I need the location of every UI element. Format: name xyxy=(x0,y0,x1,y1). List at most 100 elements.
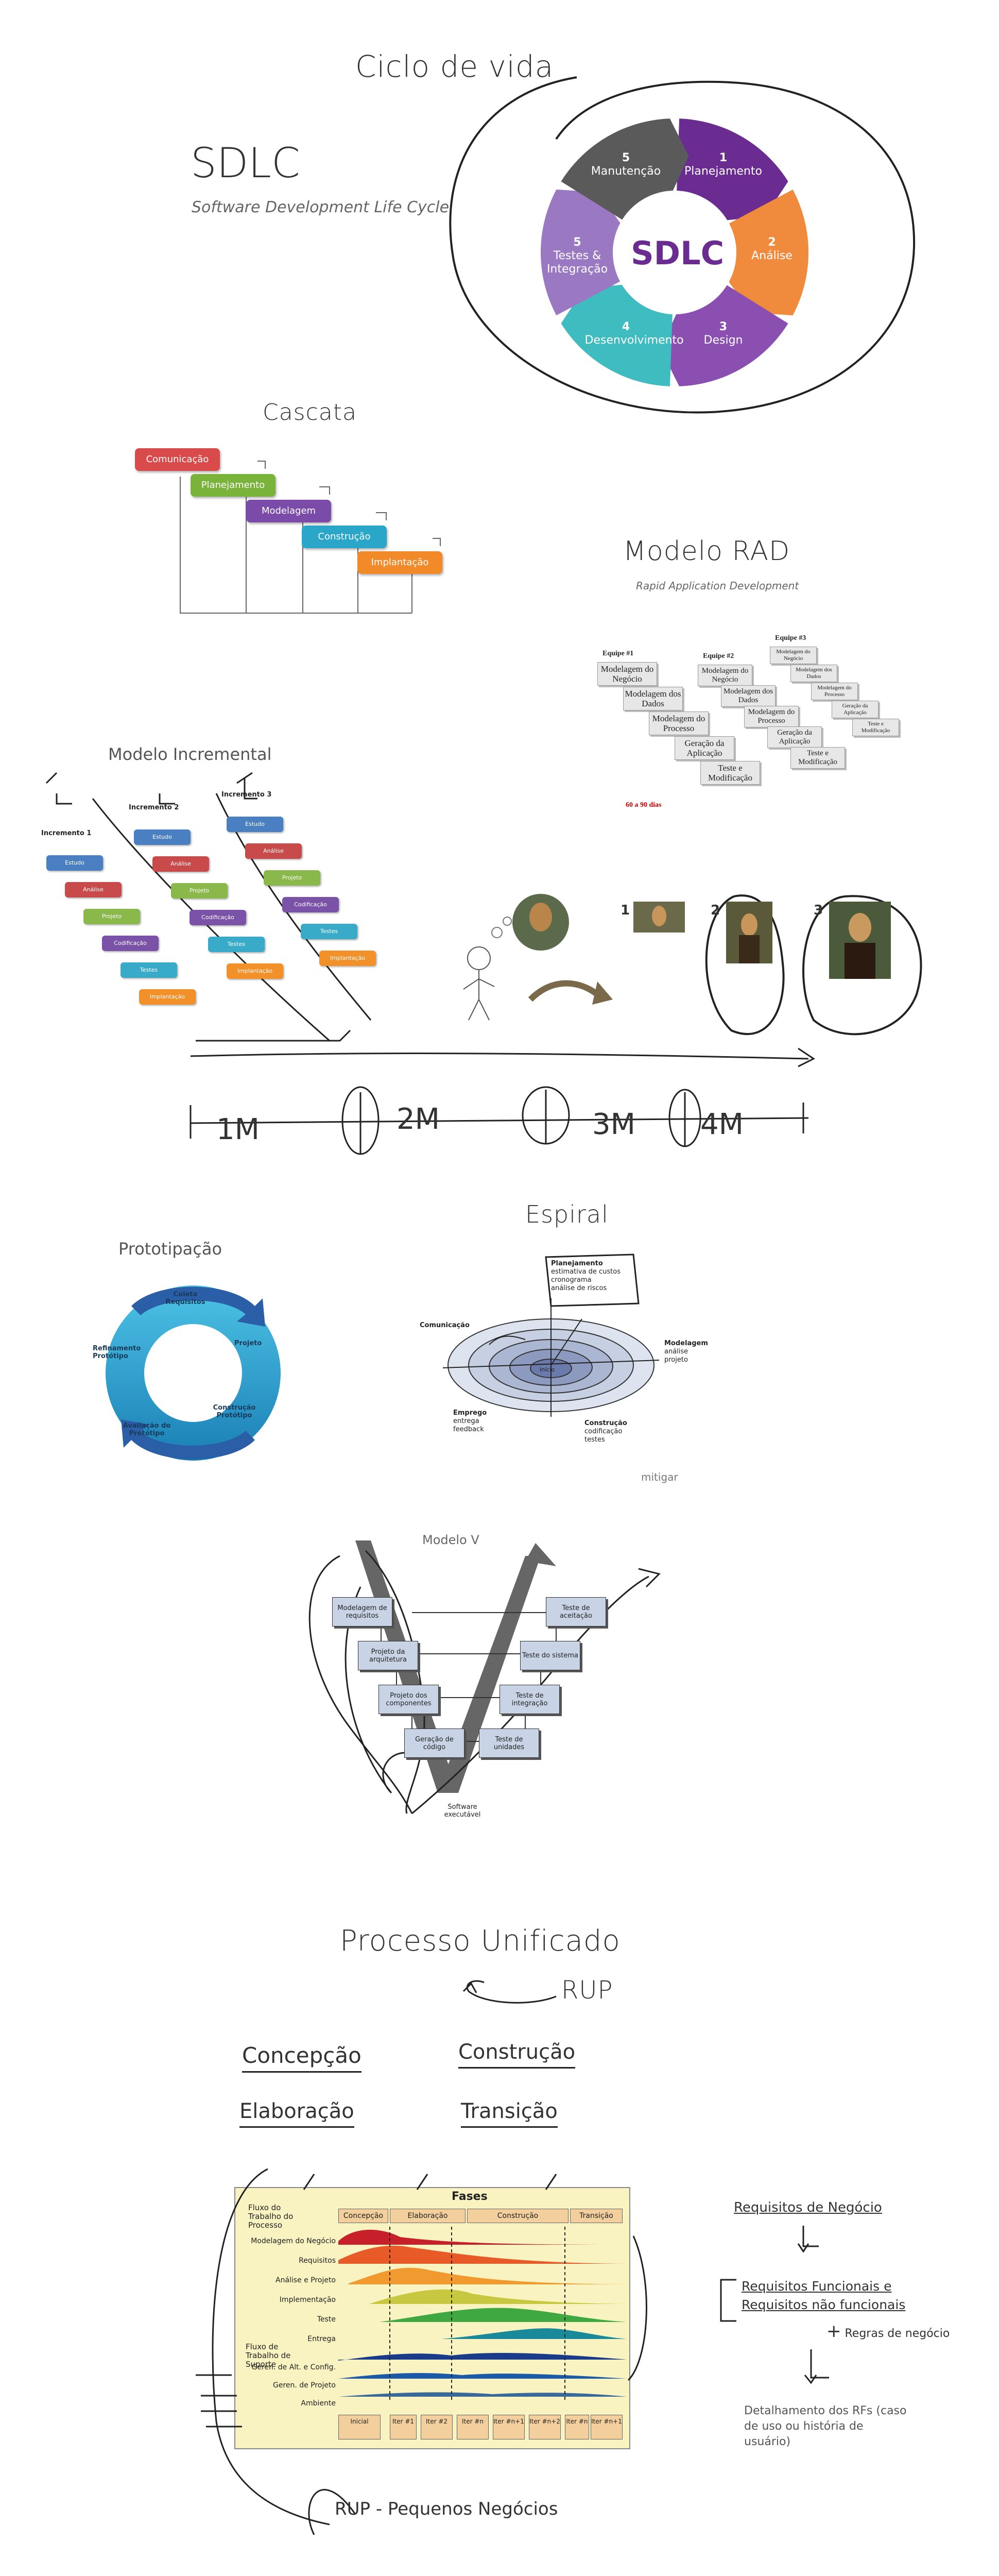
plus-icon: + xyxy=(826,2321,841,2342)
increment-step: Implantação xyxy=(227,963,283,979)
sdlc-segment xyxy=(541,189,621,316)
rad-step-box: Modelagem do Negócio xyxy=(597,662,657,686)
rup-phase-header: Elaboração xyxy=(390,2209,466,2223)
rad-step-box: Modelagem dos Dados xyxy=(721,685,776,707)
rup-iteration: Iter #n+1 xyxy=(493,2415,525,2439)
v-left-box: Geração de código xyxy=(404,1728,464,1758)
regras-label: Regras de negócio xyxy=(845,2327,950,2340)
rad-team-header: Equipe #3 xyxy=(775,634,806,642)
sdlc-segment-num: 5 xyxy=(573,236,581,249)
cascata-step: Planejamento xyxy=(191,474,275,497)
cascata-step: Modelagem xyxy=(246,500,331,522)
increment-step: Estudo xyxy=(134,829,191,845)
rad-step-box: Modelagem do Processo xyxy=(811,683,858,700)
phase-hand-elaboracao: Elaboração xyxy=(239,2099,354,2128)
detalhamento: Detalhamento dos RFs (caso de uso ou his… xyxy=(744,2404,907,2448)
phase-hand-concepcao: Concepção xyxy=(242,2043,361,2073)
sdlc-segment xyxy=(728,189,808,316)
planejamento-title: Planejamento xyxy=(551,1260,603,1267)
rup-support-row: Geren. de Projeto xyxy=(272,2381,336,2389)
rup-iteration: Inicial xyxy=(338,2415,381,2439)
v-right-box: Teste de aceitação xyxy=(546,1597,606,1626)
rup-process-row: Análise e Projeto xyxy=(275,2276,336,2284)
rup-humps xyxy=(338,2227,627,2402)
phase-hand-construcao: Construção xyxy=(458,2040,576,2069)
rup-iteration: Iter #n xyxy=(457,2415,489,2439)
espiral-modelagem: Modelagem análise projeto xyxy=(664,1340,708,1364)
increment-step: Projeto xyxy=(83,909,140,924)
rup-iteration: Iter #n+1 xyxy=(591,2415,623,2439)
emprego-line: feedback xyxy=(453,1426,484,1433)
rad-step-box: Teste e Modificação xyxy=(852,719,899,736)
rad-step-box: Modelagem do Processo xyxy=(744,706,799,727)
rup-hand-marks xyxy=(196,2168,647,2535)
rup-phase-header: Transição xyxy=(570,2209,623,2223)
req-arrow-2 xyxy=(804,2349,829,2384)
rup-hand-arrow xyxy=(462,1980,557,2004)
cycle-title: Ciclo de vida xyxy=(355,49,554,84)
sdlc-segment-num: 5 xyxy=(622,151,630,165)
svg-text:3: 3 xyxy=(814,903,823,918)
timeline-label-2: 2M xyxy=(397,1103,440,1136)
increment-step: Projeto xyxy=(264,870,320,886)
planejamento-line: análise de riscos xyxy=(551,1284,607,1292)
emprego-title: Emprego xyxy=(453,1409,487,1417)
rup-iteration: Iter #n+2 xyxy=(529,2415,561,2439)
rup-support-row: Ambiente xyxy=(301,2399,336,2408)
increment-step: Codificação xyxy=(190,910,246,925)
v-right-box: Teste de integração xyxy=(499,1685,560,1714)
sdlc-subtitle: Software Development Life Cycle xyxy=(192,198,450,216)
rup-iteration: Iter #1 xyxy=(390,2415,417,2439)
construcao-title: Construção xyxy=(584,1419,627,1427)
timeline-drawing xyxy=(190,1047,815,1155)
planejamento-line: estimativa de custos xyxy=(551,1268,621,1276)
proto-label-construcao: Construção Protótipo xyxy=(213,1404,256,1419)
increment-step: Análise xyxy=(245,843,302,859)
sdlc-cycle-diagram xyxy=(541,118,808,386)
sdlc-center-label: SDLC xyxy=(631,234,725,272)
rad-step-box: Modelagem do Negócio xyxy=(698,665,752,686)
rup-support-row: Geren. de Alt. e Config. xyxy=(251,2363,336,2371)
increment-header: Incremento 2 xyxy=(129,804,179,811)
increment-step: Testes xyxy=(208,937,265,952)
proto-label-refinamento: Refinamento Protótipo xyxy=(93,1345,141,1360)
rad-step-box: Teste e Modificação xyxy=(700,761,760,785)
espiral-emprego: Emprego entrega feedback xyxy=(453,1409,487,1434)
rup-bottom-note: RUP - Pequenos Negócios xyxy=(335,2499,558,2519)
emprego-line: entrega xyxy=(453,1417,479,1425)
rad-title: Modelo RAD xyxy=(623,536,790,567)
sdlc-segment-num: 3 xyxy=(719,320,728,333)
rad-step-box: Teste e Modificação xyxy=(790,747,845,769)
cascata-step: Construção xyxy=(302,526,387,548)
rup-support-flow: Fluxo de Trabalho de Suporte xyxy=(246,2342,291,2369)
espiral-diagram xyxy=(442,1253,660,1417)
proto-label-coleta: Coleta Requisitos xyxy=(165,1291,205,1306)
construcao-line: codificação xyxy=(584,1428,623,1435)
sdlc-segment xyxy=(677,118,788,221)
req-arrow-1 xyxy=(797,2226,819,2253)
rup-phase-header: Concepção xyxy=(338,2209,388,2223)
rad-step-box: Geração da Aplicação xyxy=(832,701,879,718)
prototipacao-cycle xyxy=(106,1285,281,1461)
phase-hand-transicao: Transição xyxy=(461,2099,558,2128)
rup-process-flow: Fluxo do Trabalho do Processo xyxy=(248,2203,294,2230)
timeline-label-4: 4M xyxy=(700,1108,744,1141)
sdlc-segment xyxy=(561,118,689,221)
rup-iteration: Iter #2 xyxy=(421,2415,453,2439)
req-func: Requisitos Funcionais e Requisitos não f… xyxy=(742,2279,906,2312)
increment-step: Testes xyxy=(120,962,177,978)
sdlc-segment-text: Design xyxy=(703,333,743,347)
planejamento-line: cronograma xyxy=(551,1276,592,1284)
espiral-planejamento: Planejamento estimativa de custos cronog… xyxy=(551,1260,621,1293)
rad-duration: 60 a 90 dias xyxy=(626,801,662,809)
sdlc-segment-text: Análise xyxy=(751,249,793,262)
increment-step: Codificação xyxy=(102,936,159,951)
modelo-v-title: Modelo V xyxy=(422,1533,479,1547)
sdlc-segment xyxy=(561,284,673,386)
sdlc-title: SDLC xyxy=(191,139,300,187)
